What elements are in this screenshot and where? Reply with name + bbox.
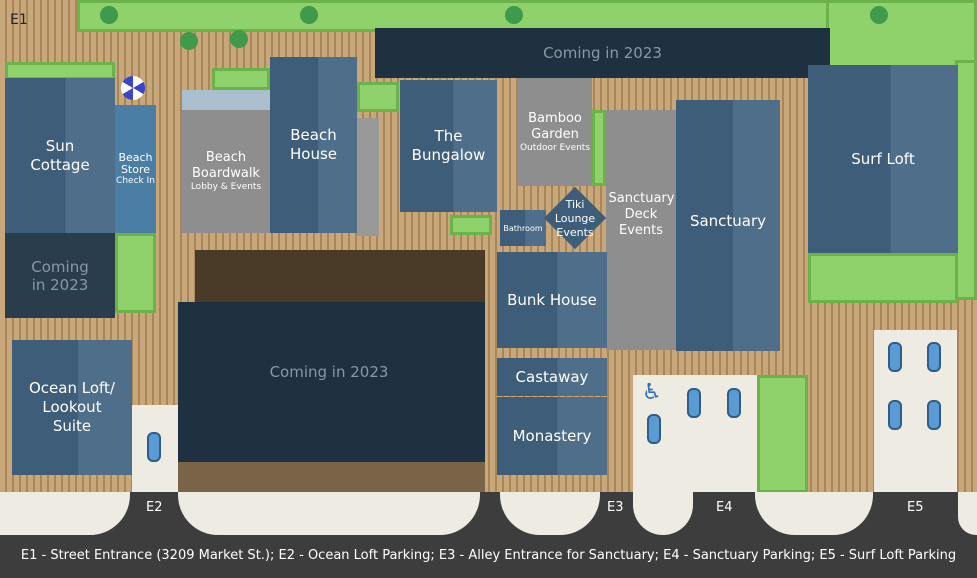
coming-soon-top: Coming in 2023 (375, 28, 830, 78)
building-label: Sanctuary Deck Events (608, 191, 675, 238)
garden-strip (212, 68, 270, 90)
entrance-e4-label: E4 (716, 500, 733, 515)
building-bunk-house[interactable]: Bunk House (497, 252, 607, 348)
garden-strip (115, 233, 156, 313)
garden-strip (592, 110, 606, 186)
building-sublabel: Outdoor Events (519, 142, 591, 153)
garden-strip (757, 375, 808, 493)
building-surf-loft[interactable]: Surf Loft (808, 65, 958, 253)
building-label: Tiki Lounge Events (554, 198, 596, 239)
building-castaway[interactable]: Castaway (497, 358, 607, 396)
building-label: Beach Boardwalk (192, 150, 260, 181)
entrance-e1-label: E1 (10, 12, 28, 28)
building-sublabel: Check In (116, 175, 155, 186)
sanctuary-deck[interactable]: Sanctuary Deck Events (606, 110, 676, 350)
garden-strip (450, 215, 492, 235)
building-monastery[interactable]: Monastery (497, 397, 607, 475)
building-sanctuary[interactable]: Sanctuary (676, 100, 780, 351)
legend: E1 - Street Entrance (3209 Market St.); … (20, 548, 957, 563)
coming-soon-label: Coming in 2023 (269, 363, 389, 381)
entrance-e3-label: E3 (607, 500, 624, 515)
building-label: Castaway (515, 367, 589, 386)
coming-soon-label: Coming in 2023 (543, 44, 662, 62)
tiki-lounge[interactable]: Tiki Lounge Events (545, 196, 605, 242)
building-sun-cottage[interactable]: Sun Cottage (5, 78, 115, 233)
building-label: The Bungalow (411, 127, 486, 164)
garden-strip (808, 253, 958, 303)
garden-strip (357, 82, 399, 112)
building-label: Bunk House (507, 290, 597, 309)
umbrella-icon (121, 76, 145, 100)
building-beach-house[interactable]: Beach House (270, 57, 357, 233)
entrance-e2-label: E2 (146, 500, 163, 515)
parking-e5 (874, 330, 957, 495)
building-label: Ocean Loft/ Lookout Suite (29, 379, 115, 435)
building-label: Sun Cottage (30, 136, 90, 174)
accessible-parking-icon: ♿ (642, 380, 662, 405)
building-ocean-loft[interactable]: Ocean Loft/ Lookout Suite (12, 340, 132, 475)
building-bathroom[interactable]: Bathroom (500, 210, 546, 246)
building-label: Sanctuary (689, 212, 767, 230)
building-bungalow[interactable]: The Bungalow (400, 80, 497, 212)
coming-soon-left: Coming in 2023 (5, 233, 115, 318)
right-garden (955, 60, 977, 300)
entrance-e5-label: E5 (907, 500, 924, 515)
building-label: Beach House (289, 126, 337, 163)
building-label: Surf Loft (851, 149, 915, 168)
building-sublabel: Lobby & Events (190, 182, 262, 192)
coming-soon-label: Coming in 2023 (31, 257, 89, 294)
coming-soon-center: Coming in 2023 (178, 302, 485, 462)
building-label: Bamboo Garden (528, 110, 582, 142)
building-label: Bathroom (503, 223, 543, 233)
building-label: Monastery (512, 426, 592, 445)
building-label: Beach Store (118, 150, 153, 176)
